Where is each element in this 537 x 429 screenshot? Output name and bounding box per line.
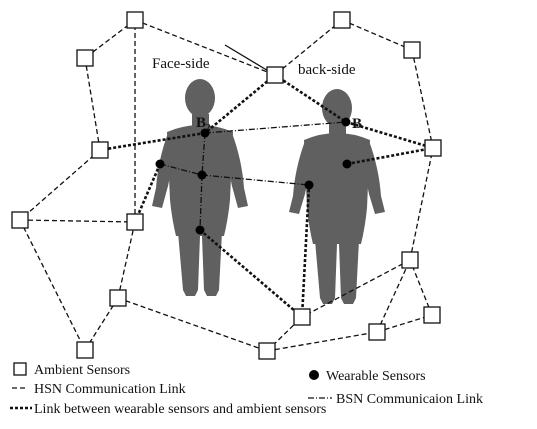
ambient-sensor [294, 309, 310, 325]
ambient-sensor [77, 342, 93, 358]
wearable-sensor [343, 160, 352, 169]
label-face-side: Face-side [152, 56, 210, 72]
wearable-ambient-links [100, 75, 433, 317]
ambient-sensor [127, 12, 143, 28]
wearable-sensor [156, 160, 165, 169]
legend-wearable-label: Wearable Sensors [326, 369, 426, 384]
hsn-link [85, 58, 100, 150]
legend-link-label: Link between wearable sensors and ambien… [34, 402, 326, 417]
wearable-sensor [305, 181, 314, 190]
ambient-sensor [334, 12, 350, 28]
ambient-sensor [402, 252, 418, 268]
wearable-sensor [198, 171, 207, 180]
ambient-sensor [77, 50, 93, 66]
hsn-link [20, 220, 135, 222]
ambient-sensor [12, 212, 28, 228]
wearable-ambient-link [302, 185, 309, 317]
ambient-sensor [267, 67, 283, 83]
face-side-body [152, 79, 248, 296]
ambient-sensor [369, 324, 385, 340]
legend: Ambient Sensors HSN Communication Link L… [10, 363, 483, 417]
wearable-sensor [342, 118, 351, 127]
legend-bsn-label: BSN Communicaion Link [336, 392, 483, 407]
ambient-sensor [259, 343, 275, 359]
human-figures [152, 79, 385, 304]
ambient-sensor [424, 307, 440, 323]
ambient-sensor [404, 42, 420, 58]
hsn-link [410, 148, 433, 260]
label-b: B [352, 116, 362, 132]
wearable-sensor [196, 226, 205, 235]
legend-wearable-icon [309, 370, 319, 380]
legend-ambient-label: Ambient Sensors [34, 363, 130, 378]
label-back-side: back-side [298, 62, 356, 78]
ambient-sensor [92, 142, 108, 158]
hsn-link [267, 332, 377, 351]
hsn-link [342, 20, 412, 50]
hsn-link [412, 50, 433, 148]
ambient-sensor [425, 140, 441, 156]
ambient-sensor [127, 214, 143, 230]
legend-ambient-icon [14, 363, 26, 375]
ambient-sensor [110, 290, 126, 306]
hsn-link [377, 260, 410, 332]
wearable-ambient-link [205, 75, 275, 133]
hsn-link [118, 298, 267, 351]
hsn-link [20, 150, 100, 220]
legend-hsn-label: HSN Communication Link [34, 382, 186, 397]
hsn-link [20, 220, 85, 350]
label-b2: B₂ [196, 115, 211, 131]
hsn-link [118, 222, 135, 298]
